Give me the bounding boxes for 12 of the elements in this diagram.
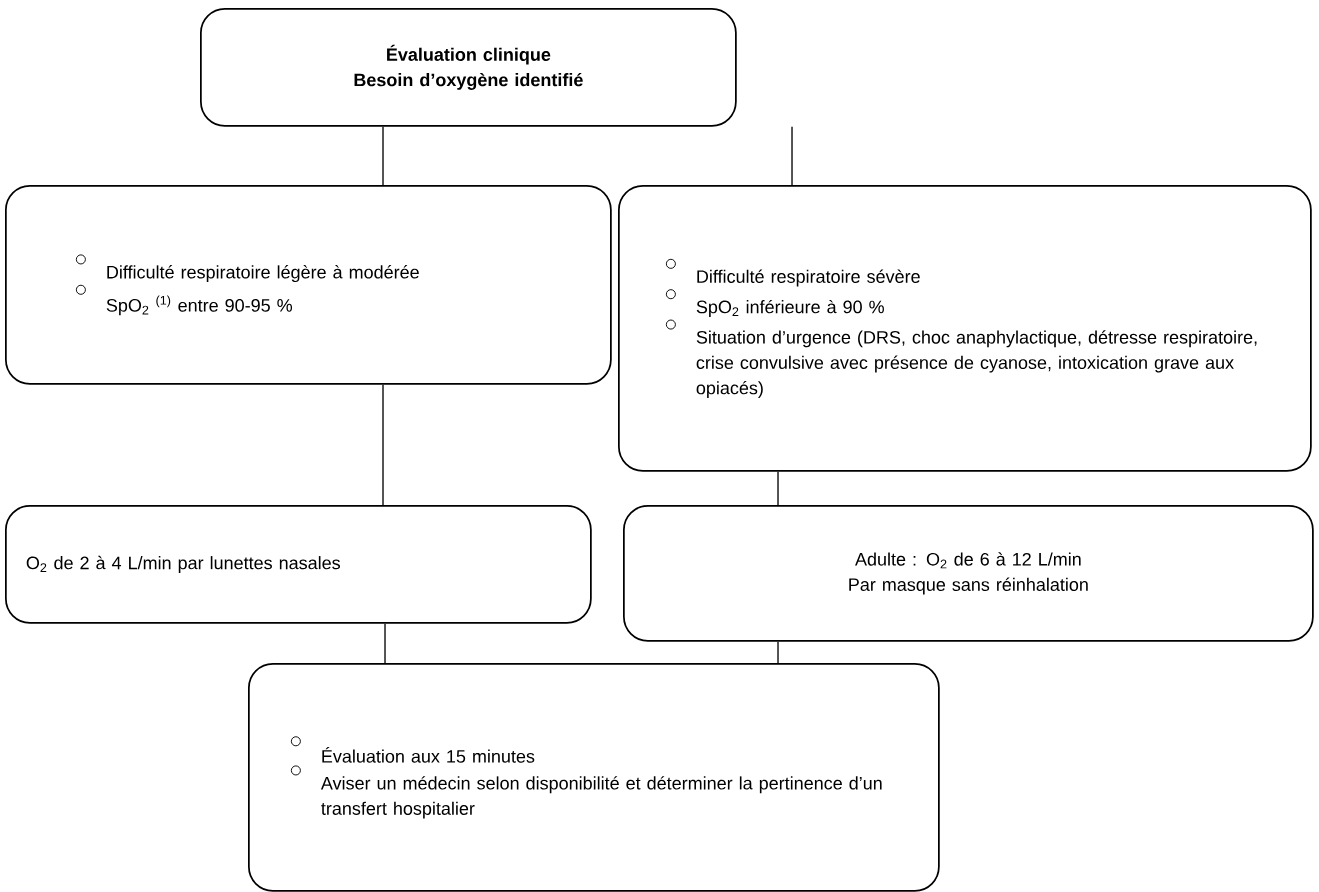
- connector-line: [777, 471, 779, 506]
- connector-line: [777, 641, 779, 664]
- rounded-box: O$_{2}$ de 2 à 4 L/min par lunettes nasales: [5, 505, 592, 624]
- connector-line: [382, 384, 384, 506]
- connector-line: [382, 126, 384, 186]
- rounded-box: Difficulté respiratoire sévère SpO$_{2}$ inférieure à 90 % Situation d’urgence (DRS, choc anaphylactique, détresse respiratoire, crise convulsive avec présence de cyanose, intoxication grave aux opiacés): [618, 185, 1312, 472]
- rounded-box: Évaluation aux 15 minutes Aviser un médecin selon disponibilité et déterminer la pertinence d’un transfert hospitalier: [248, 663, 940, 892]
- connector-line: [791, 126, 793, 186]
- rounded-box: Difficulté respiratoire légère à modérée SpO$_{2}$ $^{(1)}$ entre 90-95 %: [5, 185, 612, 385]
- rounded-box: Adulte : O$_{2}$ de 6 à 12 L/min Par masque sans réinhalation: [623, 505, 1314, 642]
- connector-line: [384, 623, 386, 664]
- heading-box: Évaluation clinique Besoin d’oxygène identifié: [200, 8, 737, 127]
